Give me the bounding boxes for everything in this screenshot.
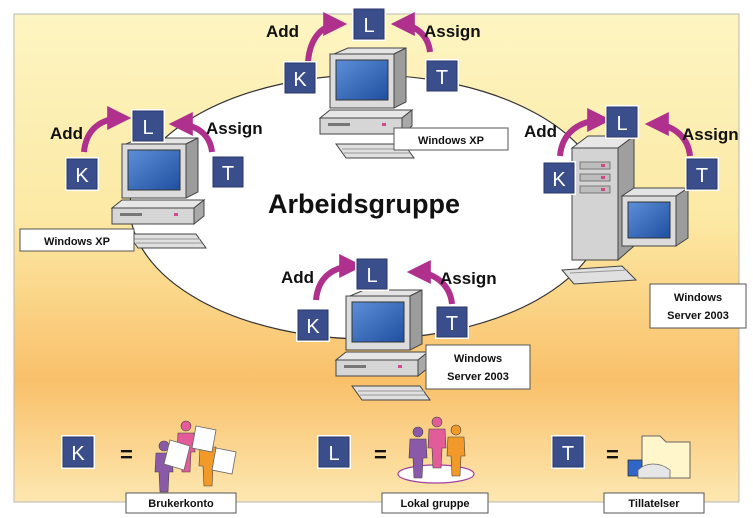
svg-text:K: K	[71, 443, 85, 465]
legend-box-k: K	[61, 435, 95, 469]
legend-item-t: T = Tillatelser	[551, 435, 705, 514]
computer-bottom-label-1: Windows	[454, 353, 502, 365]
box-k-top: K	[283, 61, 317, 95]
legend-box-l: L	[317, 435, 351, 469]
assign-label: Assign	[424, 22, 481, 41]
legend-label-t: Tillatelser	[628, 498, 680, 510]
box-l-top: L	[352, 7, 386, 41]
connector-arrows-left	[81, 106, 215, 153]
box-l-right: L	[605, 105, 639, 139]
add-label: Add	[266, 22, 299, 41]
box-t-top: T	[425, 59, 459, 93]
connector-arrows-top	[305, 12, 433, 63]
box-l-bottom: L	[355, 257, 389, 291]
assign-label: Assign	[682, 125, 739, 144]
svg-text:L: L	[616, 113, 627, 135]
computer-left-label: Windows XP	[44, 236, 110, 248]
svg-text:K: K	[306, 316, 320, 338]
legend-box-t: T	[551, 435, 585, 469]
add-label: Add	[524, 122, 557, 141]
computer-left: Add Assign L K T Windows XP	[19, 106, 263, 252]
assign-label: Assign	[206, 119, 263, 138]
box-l-left: L	[131, 109, 165, 143]
svg-text:T: T	[446, 313, 458, 335]
legend-label-k: Brukerkonto	[148, 498, 214, 510]
computer-top-label: Windows XP	[418, 135, 484, 147]
user-accounts-icon	[154, 420, 237, 493]
equals-sign: =	[374, 442, 387, 467]
legend-label-l: Lokal gruppe	[400, 498, 469, 510]
local-group-icon	[397, 416, 475, 484]
svg-text:L: L	[328, 443, 339, 465]
box-t-right: T	[685, 157, 719, 191]
add-label: Add	[281, 268, 314, 287]
computer-top: Add Assign L K T Windows XP	[266, 7, 509, 159]
connector-arrows-bottom	[313, 254, 455, 305]
box-k-left: K	[65, 157, 99, 191]
svg-text:L: L	[142, 117, 153, 139]
computer-right-label-2: Server 2003	[667, 310, 729, 322]
svg-text:K: K	[552, 169, 566, 191]
computer-right-label-1: Windows	[674, 292, 722, 304]
svg-text:T: T	[562, 443, 574, 465]
equals-sign: =	[606, 442, 619, 467]
svg-text:K: K	[293, 69, 307, 91]
svg-text:K: K	[75, 165, 89, 187]
legend-item-k: K = Brukerkonto	[61, 420, 237, 514]
svg-text:L: L	[366, 265, 377, 287]
legend-item-l: L = Lokal gruppe	[317, 416, 489, 514]
svg-text:L: L	[363, 15, 374, 37]
add-label: Add	[50, 124, 83, 143]
box-k-right: K	[542, 161, 576, 195]
svg-text:T: T	[696, 165, 708, 187]
equals-sign: =	[120, 442, 133, 467]
svg-text:T: T	[222, 163, 234, 185]
svg-text:T: T	[436, 67, 448, 89]
legend: K = Brukerkonto L = Lo	[61, 416, 705, 514]
box-t-bottom: T	[435, 305, 469, 339]
assign-label: Assign	[440, 269, 497, 288]
computer-bottom-label-2: Server 2003	[447, 371, 509, 383]
connector-arrows-right	[557, 108, 693, 157]
computer-right: Add Assign L K T Windows Server 2003	[524, 105, 747, 329]
box-t-left: T	[211, 155, 245, 189]
workgroup-title: Arbeidsgruppe	[268, 189, 460, 219]
box-k-bottom: K	[296, 308, 330, 342]
permissions-folder-icon	[627, 435, 691, 479]
computer-bottom: Add Assign L K T Windows Server 2003	[281, 254, 531, 401]
